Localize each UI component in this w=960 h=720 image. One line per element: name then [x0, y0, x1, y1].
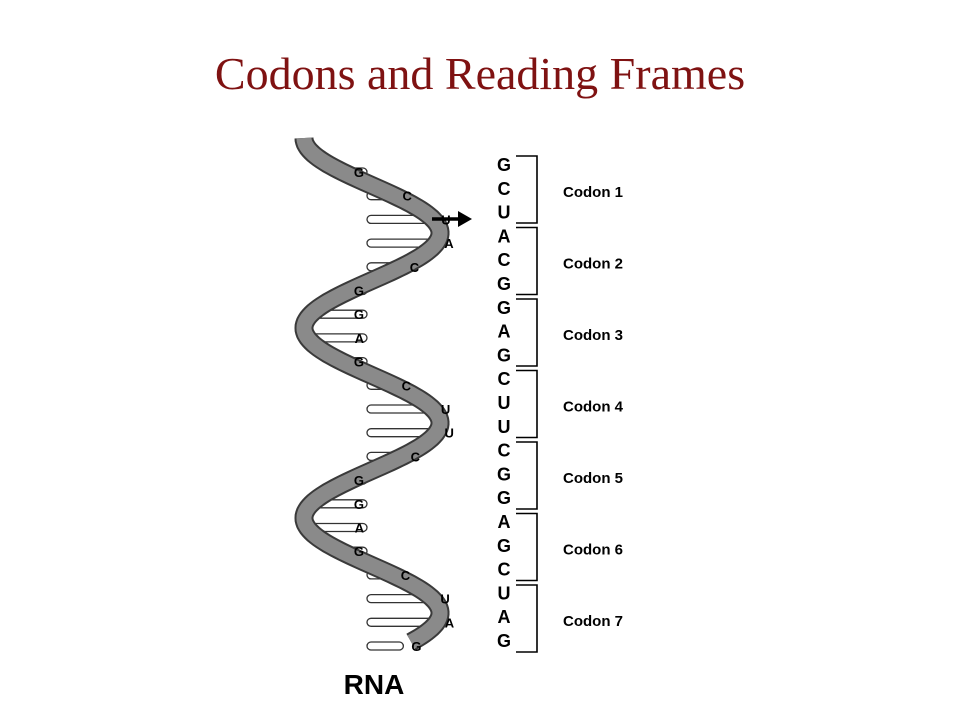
helix-base-label: G: [354, 307, 364, 322]
codon-bracket: [516, 441, 538, 510]
helix-base-label: C: [401, 568, 411, 583]
slide-title: Codons and Reading Frames: [214, 48, 746, 99]
helix-base-label: C: [403, 189, 413, 204]
helix-base-label: U: [440, 592, 449, 607]
rna-caption: RNA: [344, 669, 405, 700]
codon-label: Codon 5: [563, 470, 623, 487]
sequence-base: G: [497, 464, 511, 484]
helix-base-label: G: [411, 639, 421, 654]
helix-backbone: [296, 137, 448, 649]
helix-base-label: G: [354, 544, 364, 559]
sequence-base: U: [498, 393, 511, 413]
codon-label: Codon 1: [563, 184, 623, 201]
sequence-base: U: [498, 203, 511, 223]
base-pair-rung: [366, 641, 405, 651]
sequence-base: G: [497, 345, 511, 365]
helix-base-label: A: [355, 521, 365, 536]
helix-base-label: G: [354, 497, 364, 512]
codon-label: Codon 3: [563, 327, 623, 344]
helix-base-label: C: [411, 449, 421, 464]
helix-base-label: C: [410, 260, 420, 275]
sequence-base: C: [498, 560, 511, 580]
codon-bracket: [516, 369, 538, 439]
helix-base-label: A: [445, 615, 455, 630]
sequence-base: C: [498, 369, 511, 389]
codon-labels: Codon 1 Codon 2 Codon 3 Codon 4 Codon 5 Codon…: [563, 184, 624, 630]
sequence-base: A: [498, 322, 511, 342]
codon-bracket: [516, 298, 538, 367]
helix-base-label: G: [354, 355, 364, 370]
helix-base-label: U: [445, 426, 454, 441]
codon-label: Codon 2: [563, 256, 623, 273]
helix-base-label: G: [354, 284, 364, 299]
sequence-base: G: [497, 488, 511, 508]
sequence-base: A: [498, 607, 511, 627]
sequence-base: C: [498, 441, 511, 461]
codon-brackets: [516, 155, 538, 653]
codon-label: Codon 7: [563, 613, 623, 630]
sequence-base: C: [498, 179, 511, 199]
codon-label: Codon 4: [563, 399, 624, 416]
helix-base-label: A: [444, 236, 454, 251]
sequence-base: G: [497, 274, 511, 294]
sequence-base: G: [497, 631, 511, 651]
sequence-base: G: [497, 298, 511, 318]
sequence-base: A: [498, 226, 511, 246]
sequence-base: U: [498, 583, 511, 603]
codon-bracket: [516, 584, 538, 653]
helix-base-label: U: [441, 402, 450, 417]
helix-base-label: G: [354, 473, 364, 488]
codon-bracket: [516, 512, 538, 582]
rna-helix: [294, 137, 450, 651]
helix-base-label: A: [355, 331, 365, 346]
sequence-base: G: [497, 155, 511, 175]
sequence-base: U: [498, 417, 511, 437]
sequence-base: C: [498, 250, 511, 270]
codon-bracket: [516, 155, 538, 224]
sequence-base: A: [498, 512, 511, 532]
right-arrow-icon: [432, 211, 472, 227]
codon-bracket: [516, 226, 538, 296]
sequence-base: G: [497, 536, 511, 556]
helix-base-label: C: [402, 378, 412, 393]
codon-label: Codon 6: [563, 542, 623, 559]
helix-base-label: G: [354, 165, 364, 180]
